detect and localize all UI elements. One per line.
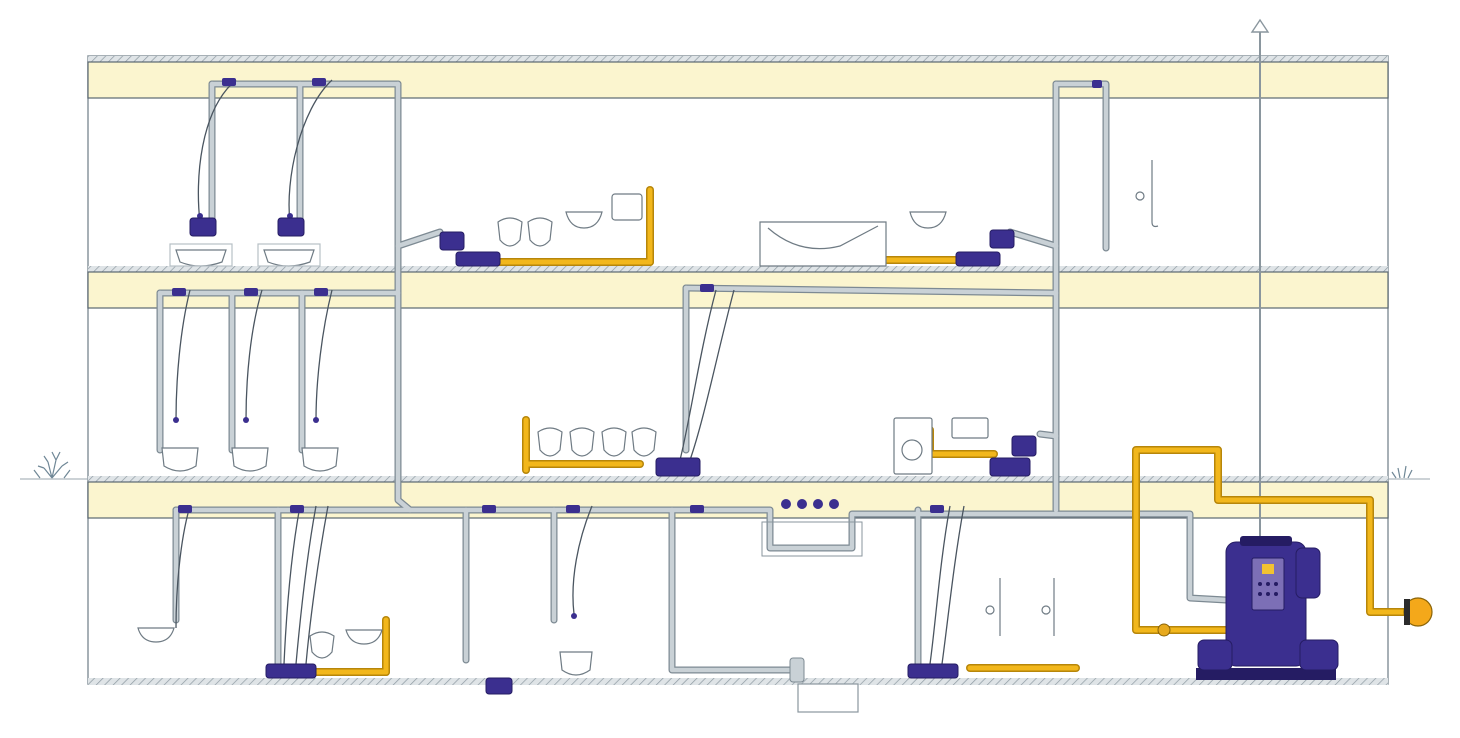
drain-trench [761, 521, 863, 557]
vacuum-unit-floor2-laundry-2 [1011, 435, 1037, 457]
vacuum-unit-top-2 [277, 217, 305, 237]
panel-light [1262, 564, 1274, 574]
wash-basin-top-2 [909, 211, 947, 229]
vacuum-units [189, 217, 1037, 695]
vacuum-pipe-network [156, 80, 1230, 674]
urinal-floor3-3 [601, 427, 627, 457]
slab-roof [87, 56, 1389, 99]
slab-basement [88, 678, 1388, 685]
fixtures [137, 160, 1159, 676]
urinal-floor3-2 [569, 427, 595, 457]
urinal-top-2 [527, 217, 553, 247]
vacuum-unit-floor4-right [955, 251, 1001, 267]
vacuum-unit-floor2-laundry [989, 457, 1031, 477]
vacuum-unit-floor4-right-2 [989, 229, 1015, 249]
interface-valves [172, 78, 1102, 513]
vacuum-unit-floor4-left [455, 251, 501, 267]
vacuum-station [1157, 536, 1339, 680]
pump-right [1299, 639, 1339, 671]
wash-basin-basement-1 [137, 627, 175, 643]
vacuum-unit-floor4-left-2 [439, 231, 465, 251]
pump-left [1197, 639, 1233, 671]
toilet-top-2 [263, 249, 315, 267]
vacuum-unit-basement-1 [265, 663, 317, 679]
bathtub [759, 221, 887, 267]
urinal-top-1 [497, 217, 523, 247]
cistern-top [611, 193, 643, 221]
sump-pump [789, 657, 805, 683]
vacuum-unit-basement-3 [907, 663, 959, 679]
toilet-floor3-3 [301, 447, 339, 472]
sump-pit [797, 683, 859, 713]
vacuum-unit-floor2-urinals [655, 457, 701, 477]
urinal-floor3-4 [631, 427, 657, 457]
control-hoses [175, 79, 965, 665]
kitchen-sink [951, 417, 989, 439]
shower-top [1151, 160, 1159, 228]
arrow-up-icon [1250, 18, 1270, 540]
wash-basin-top-1 [565, 211, 603, 229]
urinal-floor3-1 [537, 427, 563, 457]
toilet-basement-1 [559, 651, 593, 676]
urinal-basement-1 [309, 631, 335, 659]
floor-channel-drains [781, 499, 839, 509]
sewer-outlet-icon [1403, 597, 1433, 627]
vacuum-unit-basement-2 [485, 677, 513, 695]
toilet-top-1 [175, 249, 227, 267]
toilet-floor3-2 [231, 447, 269, 472]
grass-icon [1391, 465, 1413, 479]
wash-basin-basement-2 [345, 629, 383, 645]
plant-icon [33, 451, 71, 479]
vacuum-unit-top-1 [189, 217, 217, 237]
washing-machine [893, 417, 933, 475]
toilet-floor3-1 [161, 447, 199, 472]
gate-valve [1157, 623, 1171, 637]
